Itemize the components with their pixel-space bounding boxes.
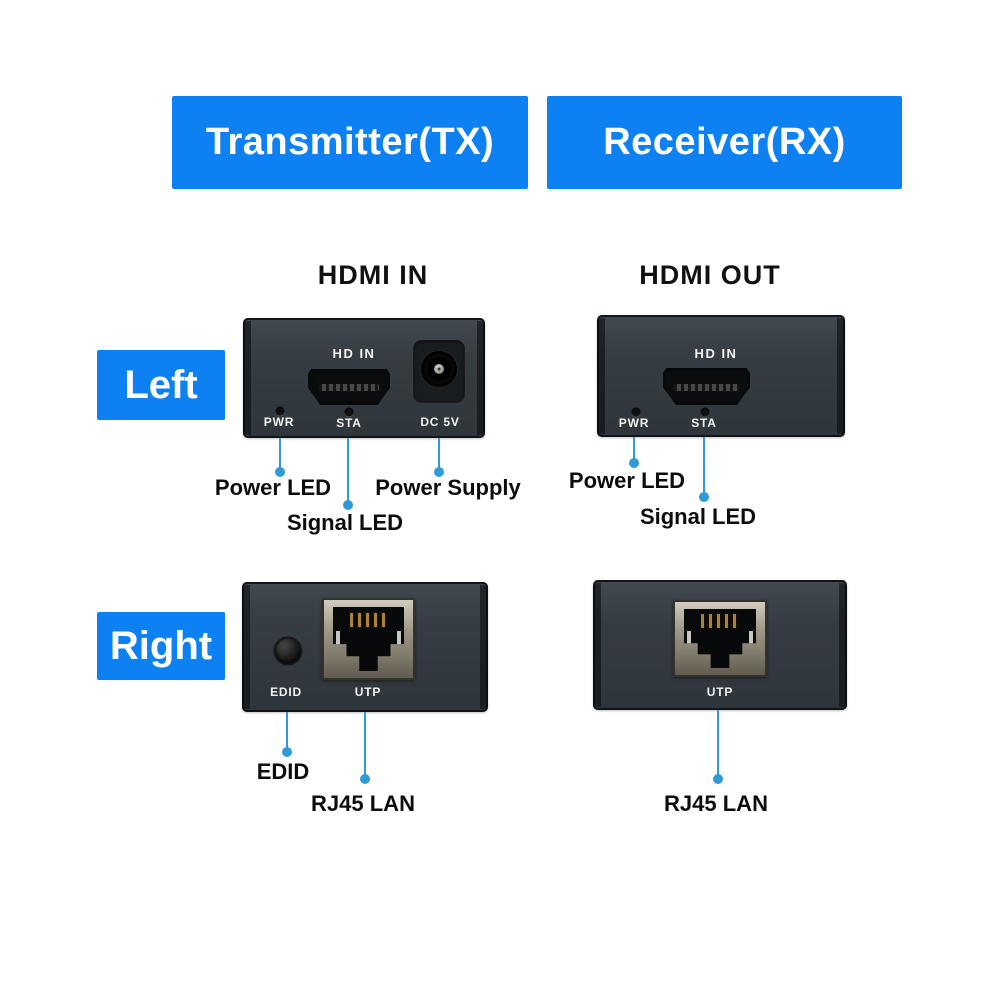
edid-label: EDID (270, 685, 302, 699)
callout-line-edid (286, 712, 288, 748)
callout-line-signal-led (347, 438, 349, 501)
dc-5v-label: DC 5V (420, 415, 460, 429)
hdmi-in-title: HDMI IN (317, 260, 429, 290)
rj45-latch (335, 631, 340, 646)
callout-label-edid: EDID (256, 759, 310, 784)
callout-label-signal-led: Signal LED (639, 504, 757, 529)
hdmi-port (663, 368, 750, 405)
callout-dot-rj45 (360, 774, 370, 784)
power-led-hole (275, 406, 285, 416)
rj45-latch (397, 631, 402, 646)
dc-jack-pin (434, 363, 444, 374)
callout-line-power-supply (438, 438, 440, 468)
callout-label-rj45: RJ45 LAN (311, 791, 415, 816)
rj45-port (322, 598, 415, 680)
callout-label-power-led: Power LED (214, 475, 332, 500)
callout-line-signal-led (703, 437, 705, 493)
sta-label: STA (336, 416, 362, 430)
hdmi-slot (318, 384, 380, 391)
status-led-hole (700, 407, 710, 417)
callout-label-signal-led: Signal LED (286, 510, 404, 535)
pwr-label: PWR (263, 415, 295, 429)
transmitter-front-panel: HD IN PWR STA DC 5V (243, 318, 485, 438)
rj45-cavity (684, 609, 756, 668)
power-led-hole (631, 407, 641, 417)
rj45-pins (350, 612, 387, 628)
callout-line-power-led (279, 438, 281, 468)
receiver-front-panel: HD IN PWR STA (597, 315, 845, 437)
transmitter-header: Transmitter(TX) (172, 96, 528, 189)
callout-dot-power-led (275, 467, 285, 477)
hd-in-port-label: HD IN (332, 346, 376, 361)
callout-label-rj45: RJ45 LAN (664, 791, 768, 816)
receiver-header: Receiver(RX) (547, 96, 902, 189)
hdmi-port (308, 369, 390, 405)
hdmi-slot (674, 383, 739, 391)
utp-label: UTP (354, 685, 382, 699)
callout-dot-edid (282, 747, 292, 757)
callout-label-power-led: Power LED (568, 468, 686, 493)
left-side-label: Left (97, 350, 225, 420)
hd-in-port-label: HD IN (694, 346, 738, 361)
hdmi-out-title: HDMI OUT (639, 260, 781, 290)
transmitter-back-panel: EDID UTP (242, 582, 488, 712)
edid-button (275, 638, 301, 664)
callout-dot-power-led (629, 458, 639, 468)
rj45-latch (686, 631, 691, 646)
callout-line-rj45 (717, 710, 719, 775)
callout-dot-power-supply (434, 467, 444, 477)
callout-dot-signal-led (699, 492, 709, 502)
dc-power-jack (413, 340, 465, 403)
rj45-latch (749, 631, 754, 646)
pwr-label: PWR (618, 416, 650, 430)
callout-dot-rj45 (713, 774, 723, 784)
callout-label-power-supply: Power Supply (375, 475, 521, 500)
callout-line-rj45 (364, 712, 366, 775)
callout-dot-signal-led (343, 500, 353, 510)
rj45-cavity (333, 607, 404, 671)
receiver-back-panel: UTP (593, 580, 847, 710)
sta-label: STA (691, 416, 717, 430)
rj45-port (673, 600, 767, 677)
right-side-label: Right (97, 612, 225, 680)
rj45-pins (701, 614, 739, 628)
status-led-hole (344, 407, 354, 417)
callout-line-power-led (633, 437, 635, 460)
utp-label: UTP (706, 685, 734, 699)
dc-jack-ring (421, 350, 457, 387)
